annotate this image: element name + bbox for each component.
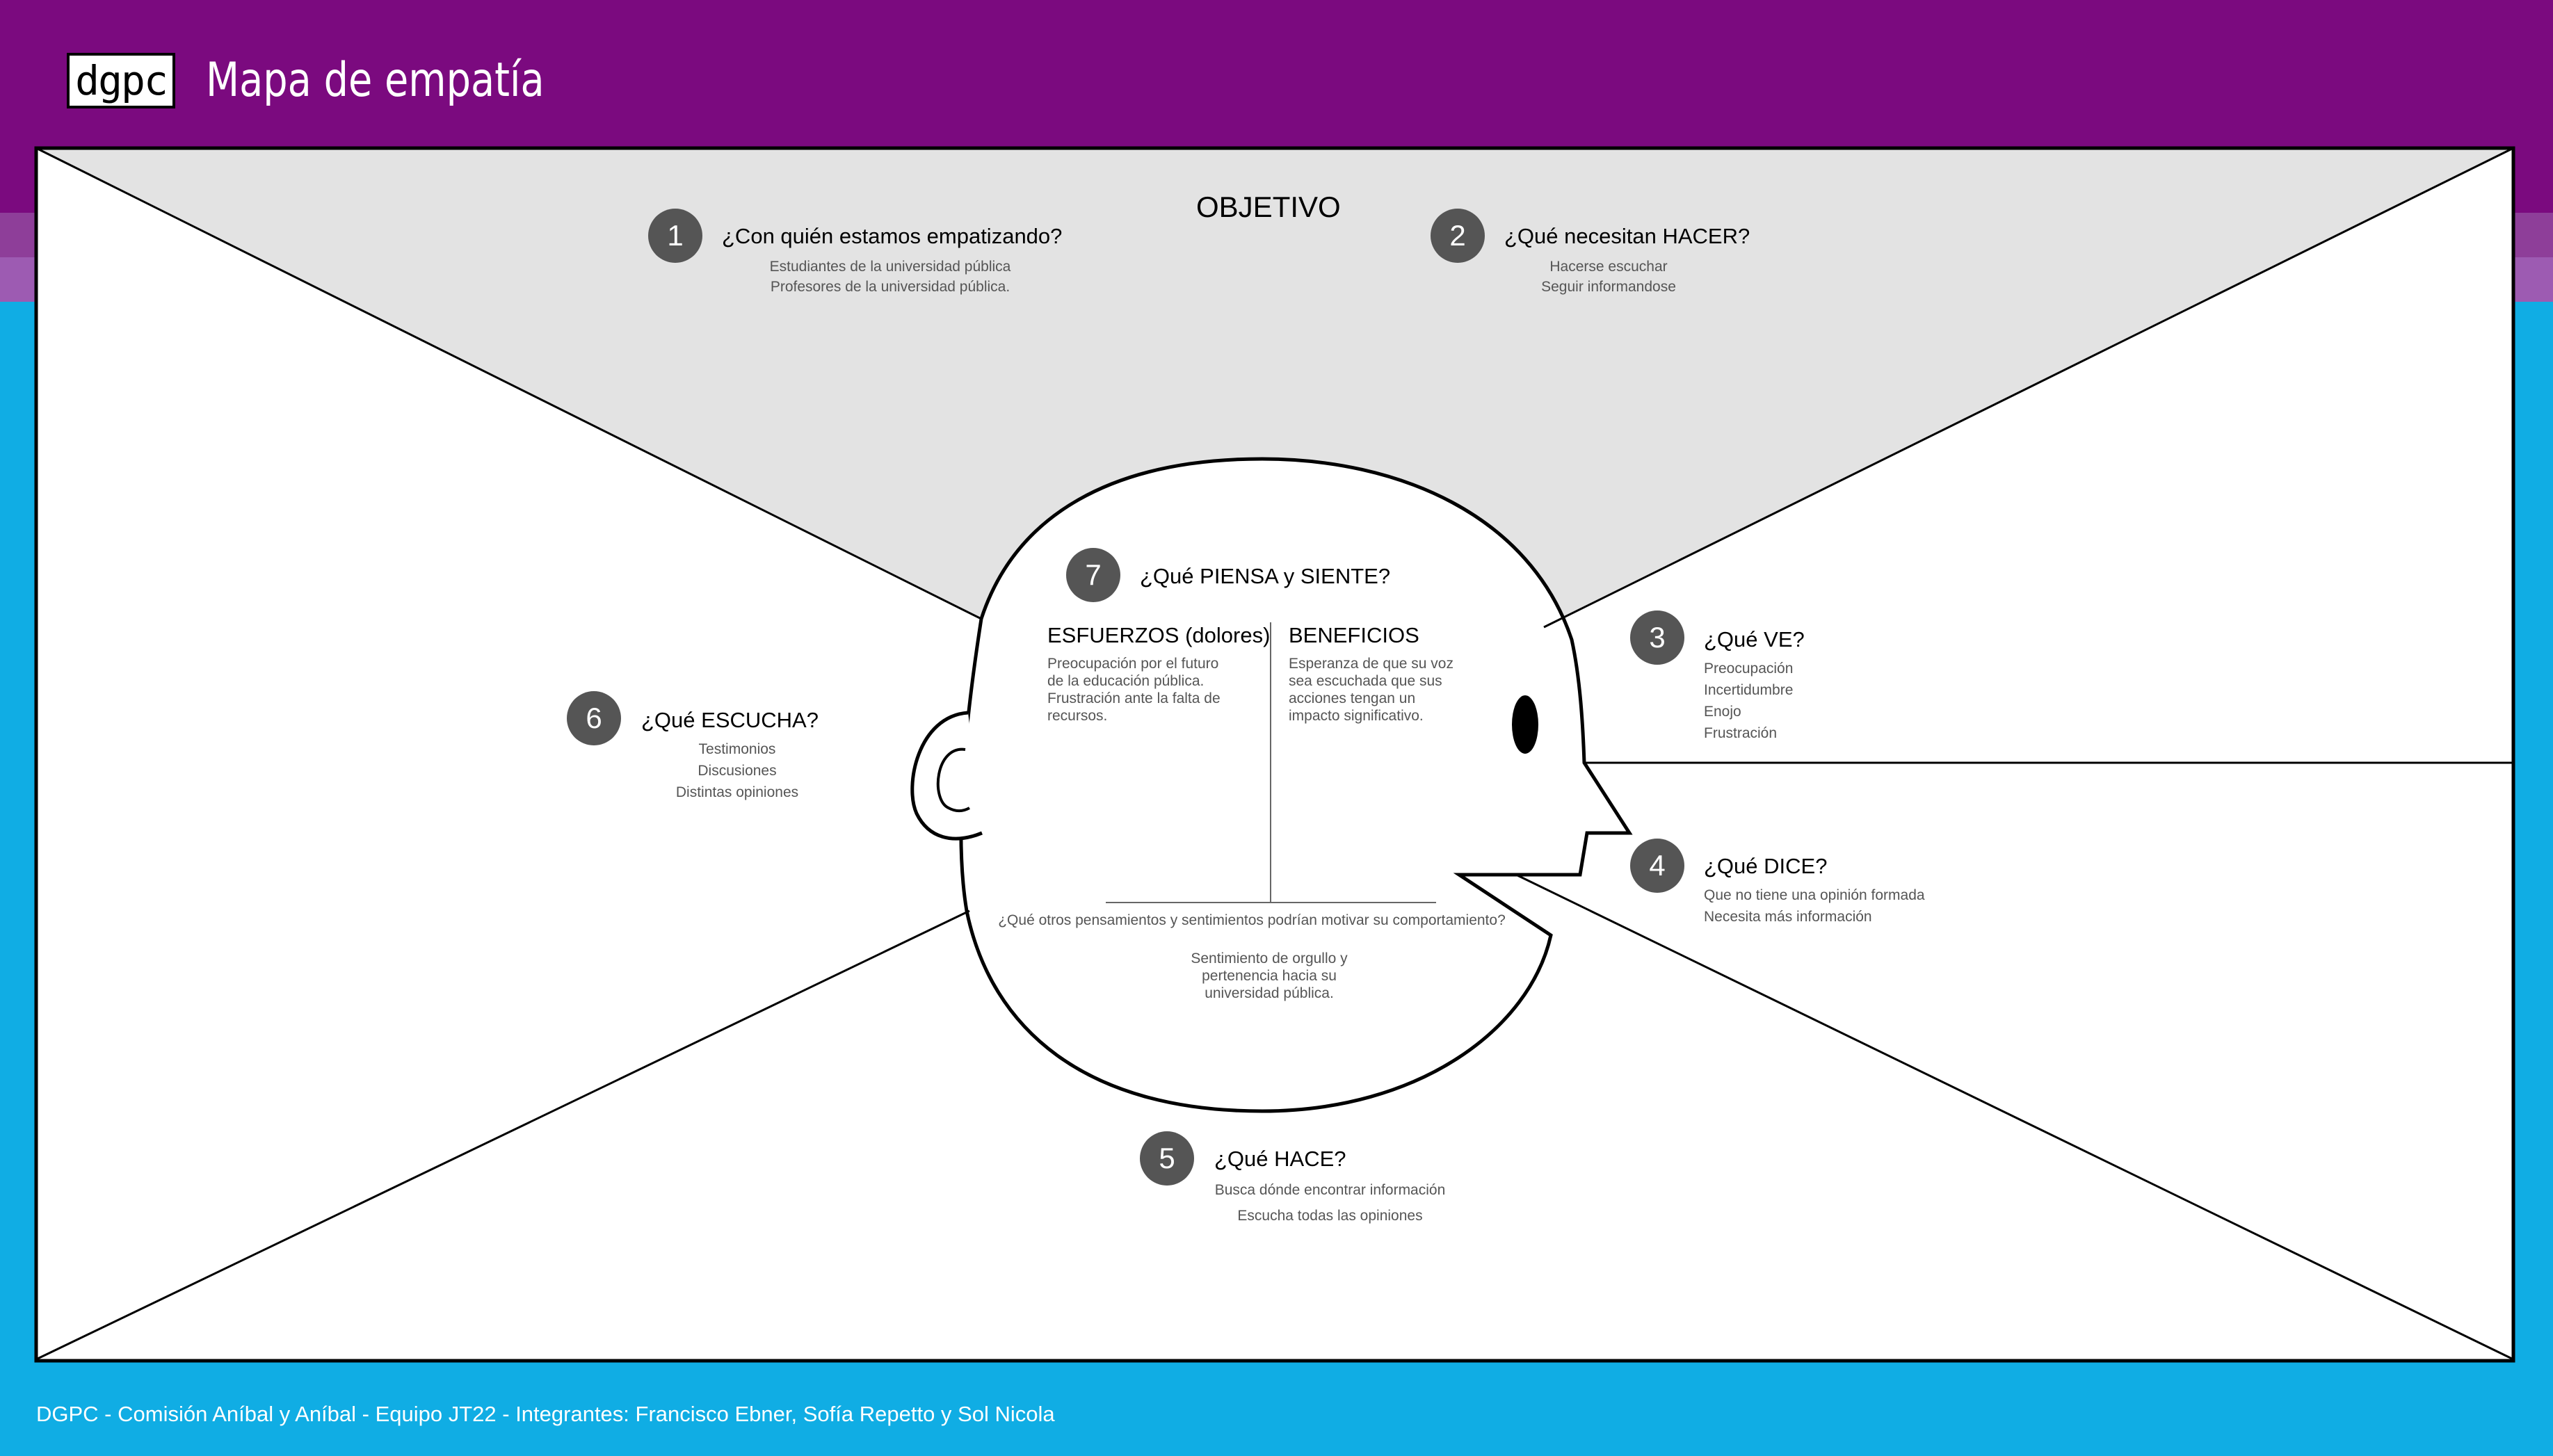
section-item: Profesores de la universidad pública. [770, 279, 1010, 295]
pains-text: Preocupación por el futuro de la educaci… [1047, 655, 1221, 725]
gains-line: impacto significativo. [1289, 708, 1424, 724]
ear-inner [936, 747, 970, 813]
section-title: ¿Qué ESCUCHA? [641, 708, 819, 732]
section-item: Estudiantes de la universidad pública [769, 259, 1011, 275]
section-title: ¿Qué PIENSA y SIENTE? [1140, 564, 1391, 588]
section-item: Necesita más información [1704, 909, 1872, 925]
section-item: Que no tiene una opinión formada [1704, 887, 1925, 903]
pains-line: de la educación pública. [1047, 673, 1205, 689]
section-items: Preocupación Incertidumbre Enojo Frustra… [1704, 658, 1793, 744]
gains-line: Esperanza de que su voz [1289, 656, 1453, 672]
section-items: Que no tiene una opinión formada Necesit… [1704, 884, 1925, 928]
gains-text: Esperanza de que su voz sea escuchada qu… [1289, 655, 1453, 725]
section-items: Busca dónde encontrar información Escuch… [1210, 1177, 1450, 1229]
head-outline [959, 457, 1633, 1113]
section-items: Estudiantes de la universidad pública Pr… [737, 257, 1043, 297]
objective-label: OBJETIVO [1196, 191, 1341, 223]
section-item: Incertidumbre [1704, 682, 1794, 698]
other-thoughts-line: universidad pública. [1205, 985, 1334, 1001]
section-badge: 4 [1630, 839, 1684, 893]
page-title: Mapa de empatía [206, 53, 545, 108]
section-badge: 1 [648, 209, 702, 263]
gains-title: BENEFICIOS [1289, 623, 1419, 647]
section-badge: 5 [1140, 1131, 1194, 1186]
other-thoughts-question: ¿Qué otros pensamientos y sentimientos p… [998, 912, 1506, 928]
section-badge: 3 [1630, 610, 1684, 665]
ear-shape [910, 711, 983, 841]
pains-line: Frustración ante la falta de [1047, 690, 1221, 706]
dgpc-logo: dgpc [67, 53, 175, 108]
section-title: ¿Qué DICE? [1704, 854, 1828, 878]
section-title: ¿Qué HACE? [1214, 1147, 1346, 1171]
pains-line: recursos. [1047, 708, 1108, 724]
other-thoughts-line: pertenencia hacia su [1202, 968, 1337, 984]
objective-area [36, 148, 2513, 627]
divider-line [35, 909, 970, 1361]
map-board-border [34, 146, 2515, 1363]
section-badge: 7 [1066, 548, 1120, 602]
divider-line [1543, 147, 2514, 629]
other-thoughts-line: Sentimiento de orgullo y [1191, 951, 1348, 966]
section-item: Frustración [1704, 725, 1778, 741]
divider-line [35, 147, 982, 620]
eye-shape [1512, 695, 1538, 754]
section-item: Distintas opiniones [675, 784, 799, 800]
section-items: Testimonios Discusiones Distintas opinio… [654, 738, 821, 803]
pains-title: ESFUERZOS (dolores) [1047, 623, 1271, 647]
section-badge: 6 [567, 691, 621, 745]
gains-line: sea escuchada que sus [1289, 673, 1442, 689]
section-item: Escucha todas las opiniones [1237, 1208, 1423, 1224]
section-item: Busca dónde encontrar información [1214, 1182, 1446, 1198]
divider-line [1515, 873, 2514, 1361]
section-title: ¿Qué necesitan HACER? [1504, 224, 1750, 248]
section-item: Hacerse escuchar [1549, 259, 1668, 275]
section-items: Hacerse escuchar Seguir informandose [1504, 257, 1713, 297]
section-item: Preocupación [1704, 661, 1794, 677]
section-item: Enojo [1704, 704, 1741, 720]
gains-line: acciones tengan un [1289, 690, 1416, 706]
footer-credits: DGPC - Comisión Aníbal y Aníbal - Equipo… [36, 1402, 1055, 1426]
pains-line: Preocupación por el futuro [1047, 656, 1219, 672]
section-title: ¿Con quién estamos empatizando? [722, 224, 1063, 248]
section-item: Seguir informandose [1541, 279, 1676, 295]
section-title: ¿Qué VE? [1704, 627, 1805, 652]
section-item: Testimonios [698, 741, 776, 757]
section-item: Discusiones [698, 763, 777, 779]
other-thoughts-text: Sentimiento de orgullo y pertenencia hac… [1130, 950, 1408, 1002]
section-badge: 2 [1431, 209, 1485, 263]
